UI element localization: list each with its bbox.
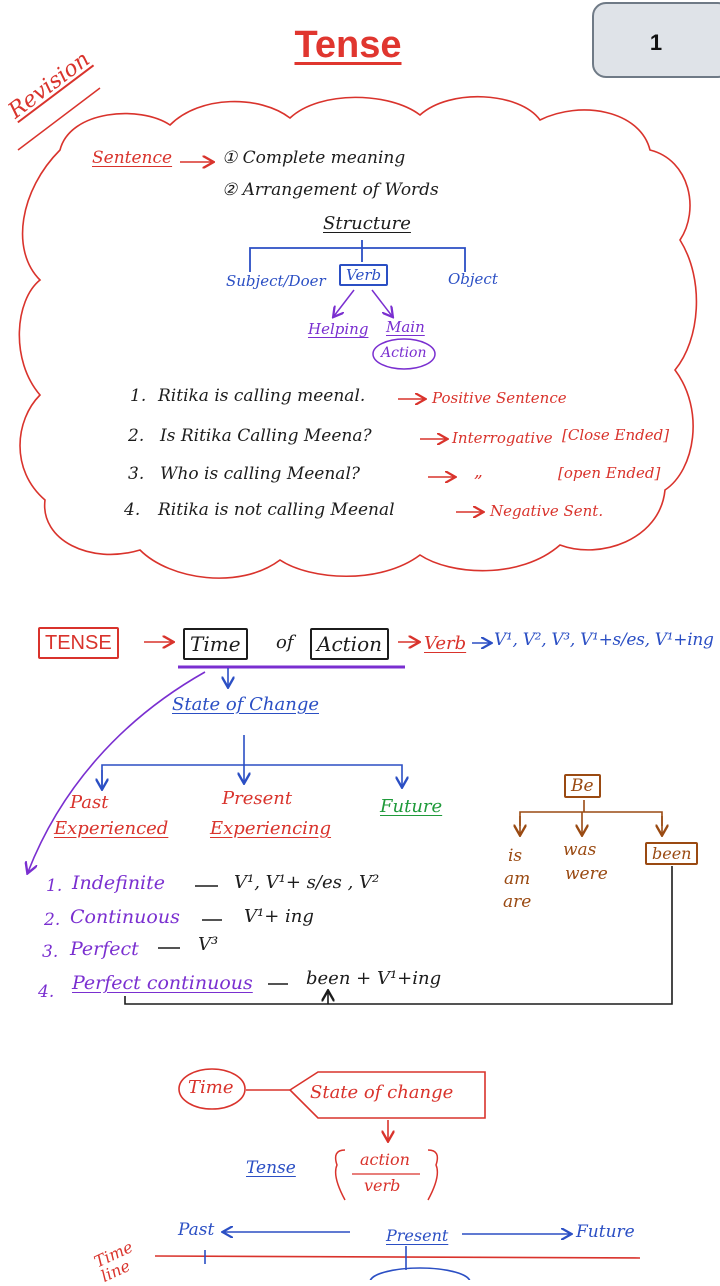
type-3-name: Perfect	[70, 938, 139, 960]
type-3-rule: V³	[198, 934, 219, 955]
helping-label: Helping	[308, 320, 369, 338]
be-was: was	[563, 840, 597, 860]
revision-cloud	[18, 95, 698, 579]
type-2-num: 2.	[44, 910, 61, 930]
type-1-rule: V¹, V¹+ s/es , V²	[234, 872, 380, 893]
example-2-tag: [Close Ended]	[562, 426, 670, 444]
present-label: Present	[222, 788, 293, 809]
page-number: 1	[649, 30, 663, 55]
point-arrangement: ② Arrangement of Words	[222, 180, 439, 200]
point-complete-meaning: ① Complete meaning	[222, 148, 406, 168]
timeline-present: Present	[386, 1226, 449, 1245]
structure-label: Structure	[323, 213, 411, 234]
type-2-name: Continuous	[70, 906, 180, 928]
example-3-tag: [open Ended]	[558, 464, 661, 482]
bottom-state-of-change: State of change	[310, 1082, 454, 1103]
type-4-name: Perfect continuous	[72, 972, 253, 994]
be-am: am	[504, 869, 531, 889]
type-1-name: Indefinite	[72, 872, 166, 894]
bottom-time: Time	[188, 1077, 234, 1098]
state-of-change-label: State of Change	[172, 694, 319, 715]
example-1-num: 1.	[130, 386, 147, 406]
timeline-past: Past	[178, 1220, 215, 1240]
be-were: were	[565, 864, 608, 884]
action-label: Action	[381, 345, 427, 361]
past-label: Past	[70, 792, 109, 813]
example-1-result: Positive Sentence	[432, 389, 567, 407]
action-box: Action	[310, 628, 389, 660]
example-3-text: Who is calling Meenal?	[160, 464, 360, 484]
example-2-text: Is Ritika Calling Meena?	[160, 426, 372, 446]
time-box: Time	[183, 628, 248, 660]
bottom-tense: Tense	[246, 1158, 296, 1178]
page-title: Tense	[294, 24, 402, 66]
been-box: been	[645, 842, 699, 865]
object-label: Object	[448, 270, 498, 288]
bottom-verb: verb	[364, 1176, 401, 1195]
type-3-num: 3.	[42, 942, 59, 962]
verb-box: Verb	[339, 264, 389, 286]
example-2-num: 2.	[128, 426, 145, 446]
be-box: Be	[564, 774, 601, 798]
verb-label: Verb	[424, 633, 467, 654]
main-label: Main	[386, 318, 425, 336]
example-4-num: 4.	[124, 500, 141, 520]
future-label: Future	[380, 796, 443, 817]
of-label: of	[276, 632, 294, 653]
type-1-num: 1.	[46, 876, 63, 896]
type-4-rule: been + V¹+ing	[306, 968, 442, 989]
example-3-result: „	[474, 462, 483, 482]
type-2-rule: V¹+ ing	[244, 906, 314, 927]
example-2-result: Interrogative	[452, 429, 553, 447]
verb-forms: V¹, V², V³, V¹+s/es, V¹+ing	[494, 630, 714, 650]
sentence-label: Sentence	[92, 148, 173, 168]
example-1-text: Ritika is calling meenal.	[158, 386, 366, 406]
tense-box: TENSE	[38, 627, 119, 659]
be-is: is	[508, 846, 523, 866]
page-number-badge: 1	[592, 2, 720, 78]
past-experienced: Experienced	[54, 818, 169, 839]
bottom-action: action	[360, 1150, 410, 1169]
present-experiencing: Experiencing	[210, 818, 332, 839]
example-4-text: Ritika is not calling Meenal	[158, 500, 395, 520]
type-4-num: 4.	[38, 982, 55, 1002]
be-are: are	[503, 892, 532, 912]
example-4-result: Negative Sent.	[490, 502, 604, 520]
example-3-num: 3.	[128, 464, 145, 484]
subject-label: Subject/Doer	[226, 272, 326, 290]
timeline-future: Future	[576, 1222, 635, 1242]
